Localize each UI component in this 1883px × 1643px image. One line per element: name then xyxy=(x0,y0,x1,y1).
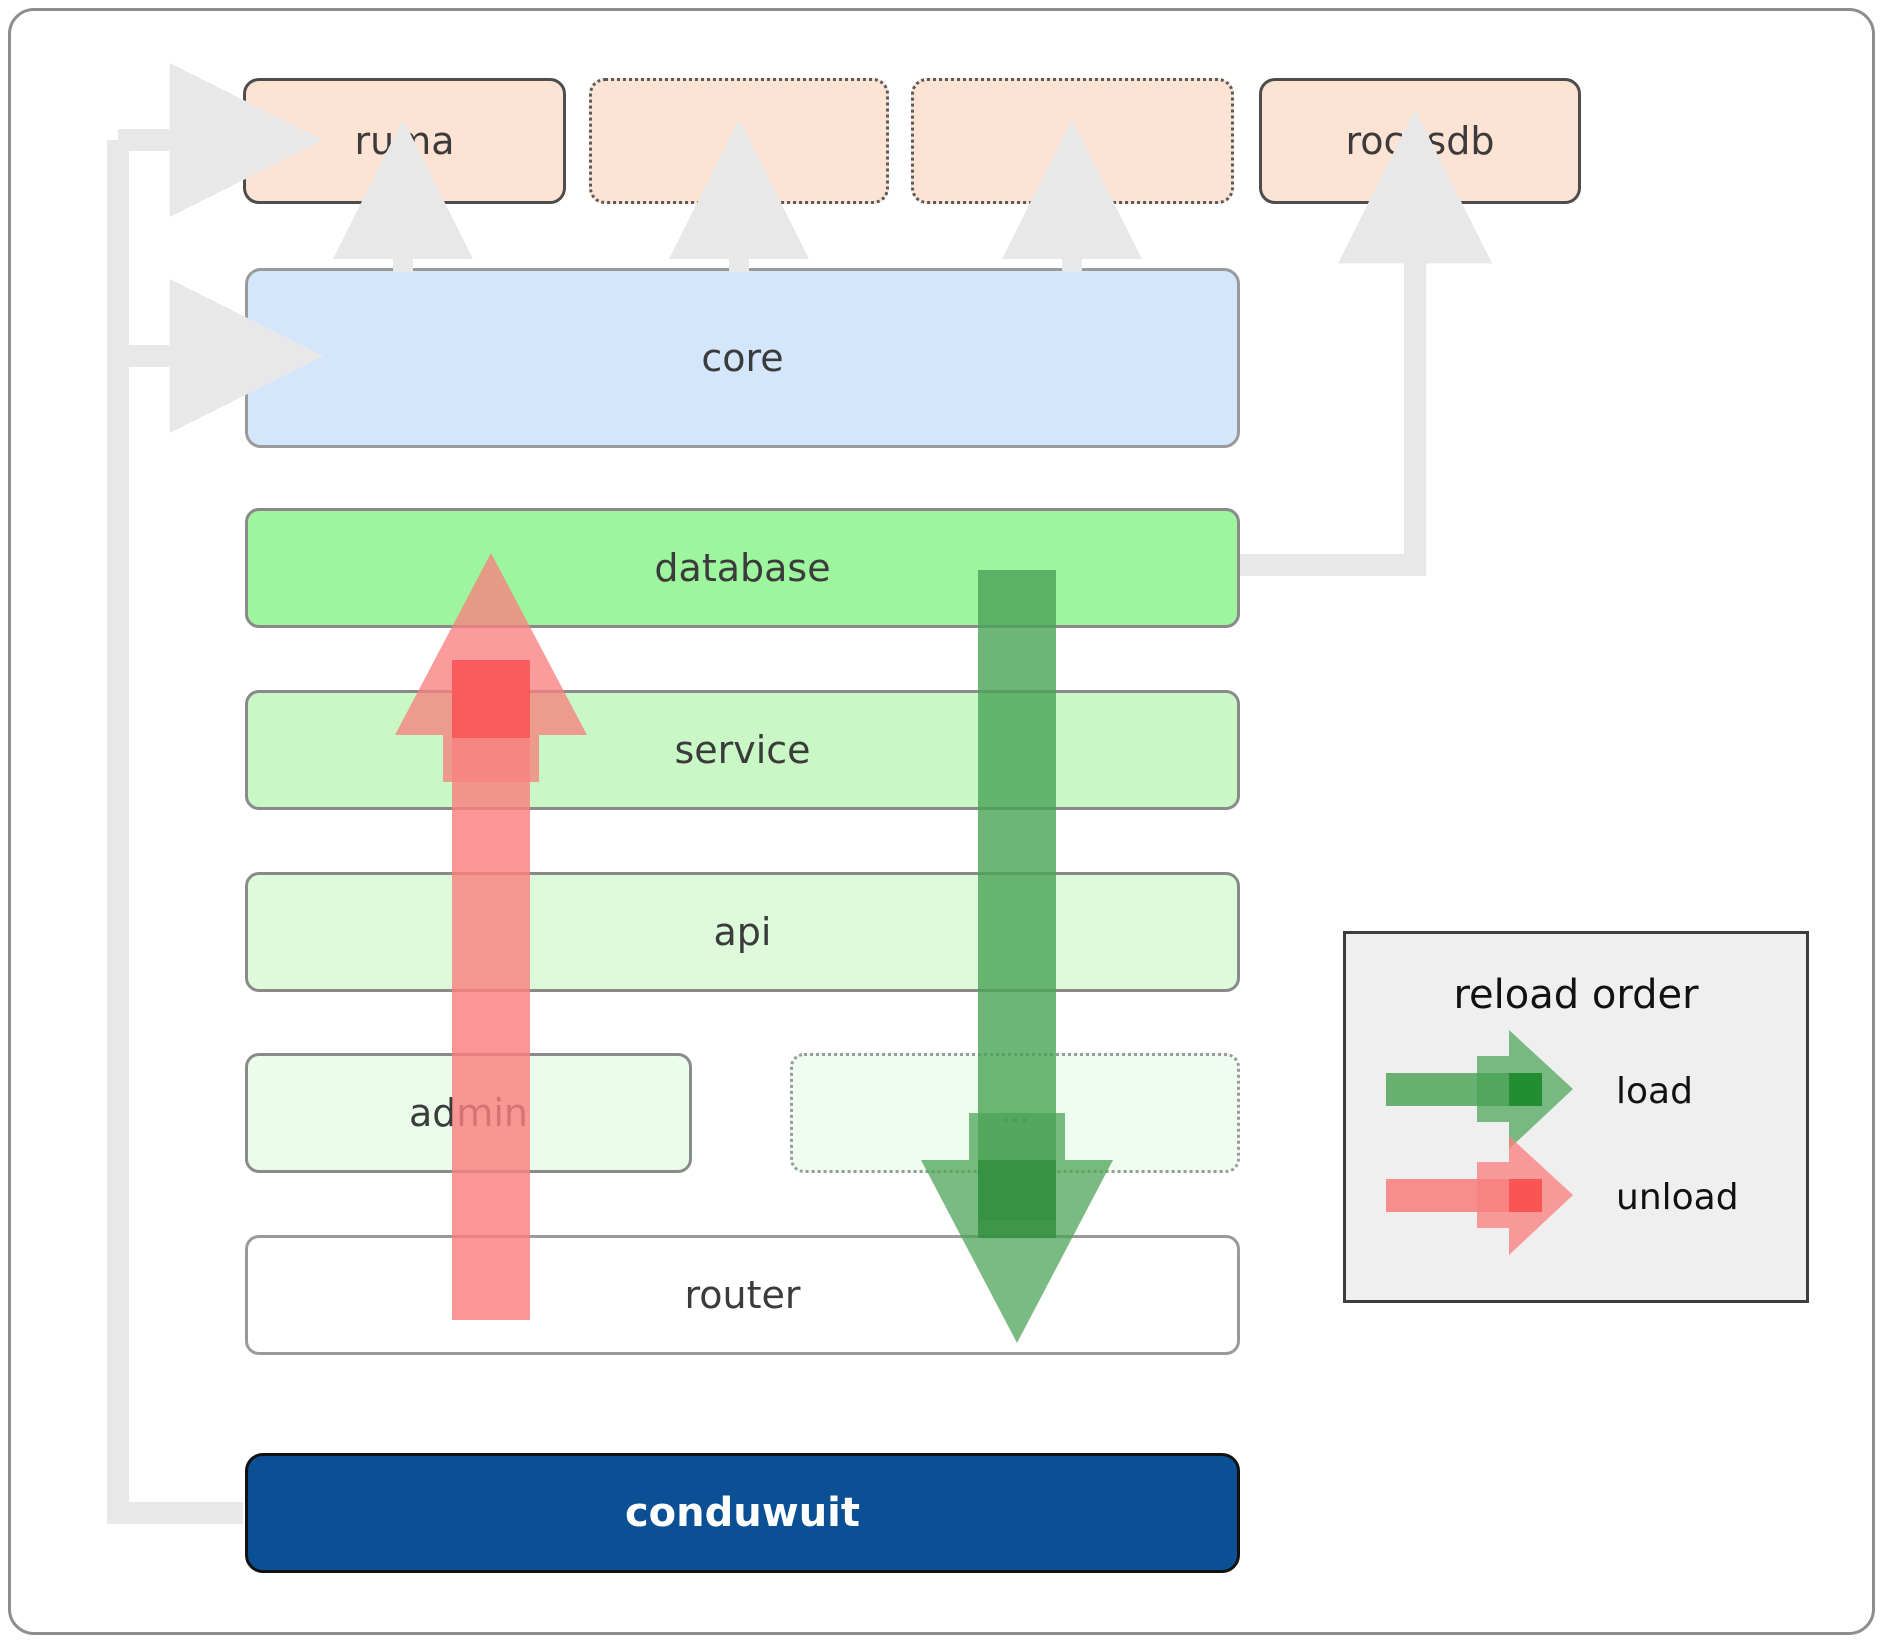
layer-label-service: service xyxy=(674,728,811,772)
core-box[interactable]: core xyxy=(245,268,1240,448)
dependency-label-placeholder-1: ... xyxy=(720,119,758,163)
dependency-box-placeholder-1[interactable]: ... xyxy=(589,78,889,204)
dependency-label-rocksdb: rocksdb xyxy=(1345,119,1495,163)
layer-label-placeholder: ... xyxy=(1000,1095,1030,1130)
legend-title: reload order xyxy=(1453,972,1699,1018)
root-label-conduwuit: conduwuit xyxy=(624,1490,861,1536)
layer-box-service[interactable]: service xyxy=(245,690,1240,810)
legend-arrow-layer xyxy=(1386,1030,1573,1255)
layer-label-api: api xyxy=(713,910,772,954)
dependency-label-ruma: ruma xyxy=(354,119,455,163)
dependency-box-ruma[interactable]: ruma xyxy=(243,78,566,204)
dependency-box-placeholder-2[interactable]: ... xyxy=(911,78,1234,204)
legend-label-unload: unload xyxy=(1616,1177,1739,1218)
layer-box-placeholder[interactable]: ... xyxy=(790,1053,1240,1173)
layer-box-router[interactable]: router xyxy=(245,1235,1240,1355)
diagram-frame xyxy=(8,8,1875,1635)
legend-label-load: load xyxy=(1616,1071,1693,1112)
layer-label-database: database xyxy=(654,546,831,590)
layer-box-database[interactable]: database xyxy=(245,508,1240,628)
dependency-label-placeholder-2: ... xyxy=(1054,119,1091,163)
layer-label-admin: admin xyxy=(408,1091,529,1135)
layer-box-api[interactable]: api xyxy=(245,872,1240,992)
legend-panel: reload order load unload xyxy=(1343,931,1809,1303)
layer-label-router: router xyxy=(684,1273,801,1317)
root-box-conduwuit[interactable]: conduwuit xyxy=(245,1453,1240,1573)
dependency-box-rocksdb[interactable]: rocksdb xyxy=(1259,78,1581,204)
core-label: core xyxy=(701,336,784,380)
legend-arrow-unload xyxy=(1386,1136,1573,1255)
legend-arrow-load xyxy=(1386,1030,1573,1149)
layer-box-admin[interactable]: admin xyxy=(245,1053,692,1173)
